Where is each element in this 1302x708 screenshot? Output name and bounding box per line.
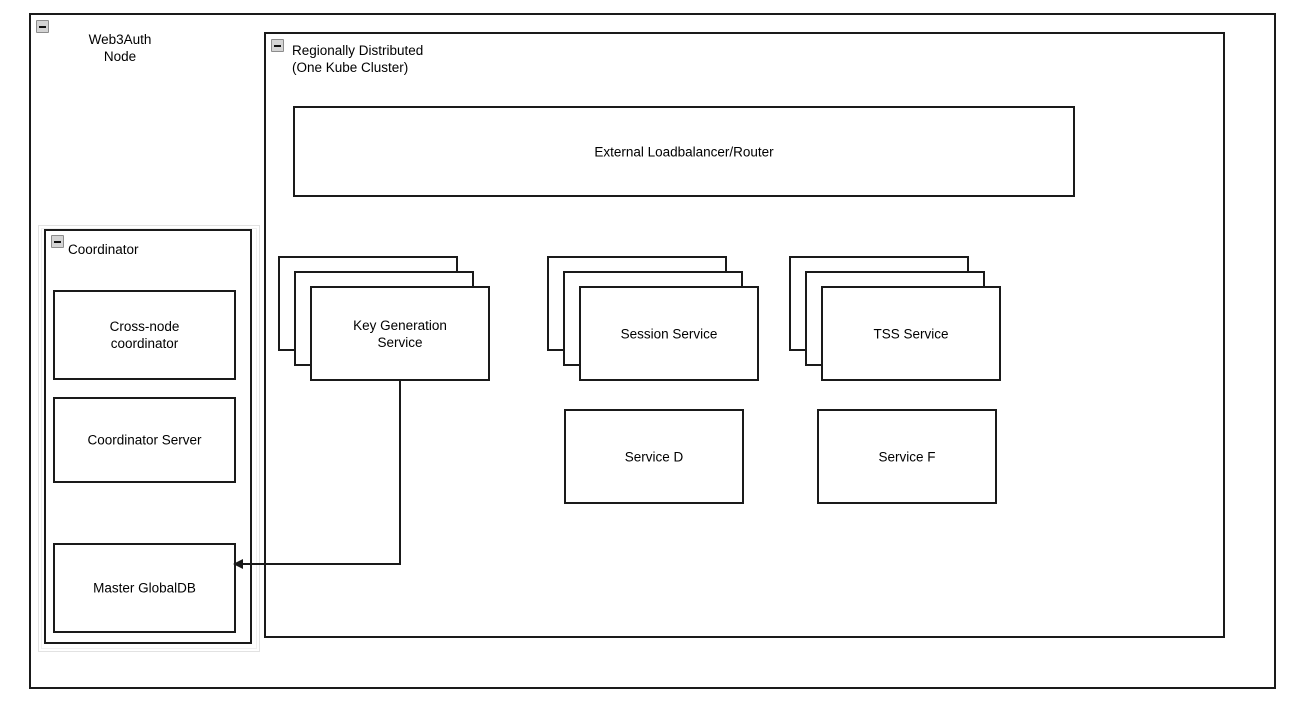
cross-node-coordinator-label: Cross-node coordinator — [109, 319, 180, 351]
service-d-box[interactable]: Service D — [564, 409, 744, 504]
master-globaldb-label: Master GlobalDB — [93, 580, 196, 596]
coordinator-halo-inner — [41, 228, 257, 649]
tss-service-label: TSS Service — [873, 326, 949, 341]
collapse-minus-icon-kube-cluster[interactable] — [271, 39, 284, 52]
collapse-minus-icon-coordinator[interactable] — [51, 235, 64, 248]
container-coordinator-label: Coordinator — [68, 242, 139, 257]
arrow-left-icon — [233, 559, 243, 569]
key-generation-service-label: Key Generation Service — [353, 317, 447, 350]
service-d-label: Service D — [624, 449, 684, 464]
service-f-label: Service F — [878, 449, 936, 464]
stack-layer-front[interactable]: Session Service — [579, 286, 759, 381]
container-web3auth-node-label: Web3Auth Node — [88, 32, 152, 64]
connector-vertical-segment — [399, 379, 401, 565]
master-globaldb-box[interactable]: Master GlobalDB — [53, 543, 236, 633]
coordinator-server-box[interactable]: Coordinator Server — [53, 397, 236, 483]
cross-node-coordinator-box[interactable]: Cross-node coordinator — [53, 290, 236, 380]
stack-key-generation-service[interactable]: Key Generation Service — [278, 256, 490, 381]
stack-tss-service[interactable]: TSS Service — [789, 256, 1001, 381]
external-loadbalancer-router-box[interactable]: External Loadbalancer/Router — [293, 106, 1075, 197]
stack-layer-front[interactable]: TSS Service — [821, 286, 1001, 381]
service-f-box[interactable]: Service F — [817, 409, 997, 504]
connector-horizontal-segment — [242, 563, 401, 565]
coordinator-server-label: Coordinator Server — [87, 432, 202, 448]
container-kube-cluster-label: Regionally Distributed (One Kube Cluster… — [292, 43, 424, 75]
collapse-minus-icon-web3auth-node[interactable] — [36, 20, 49, 33]
session-service-label: Session Service — [620, 326, 718, 341]
external-loadbalancer-router-label: External Loadbalancer/Router — [594, 144, 774, 159]
stack-session-service[interactable]: Session Service — [547, 256, 759, 381]
stack-layer-front[interactable]: Key Generation Service — [310, 286, 490, 381]
